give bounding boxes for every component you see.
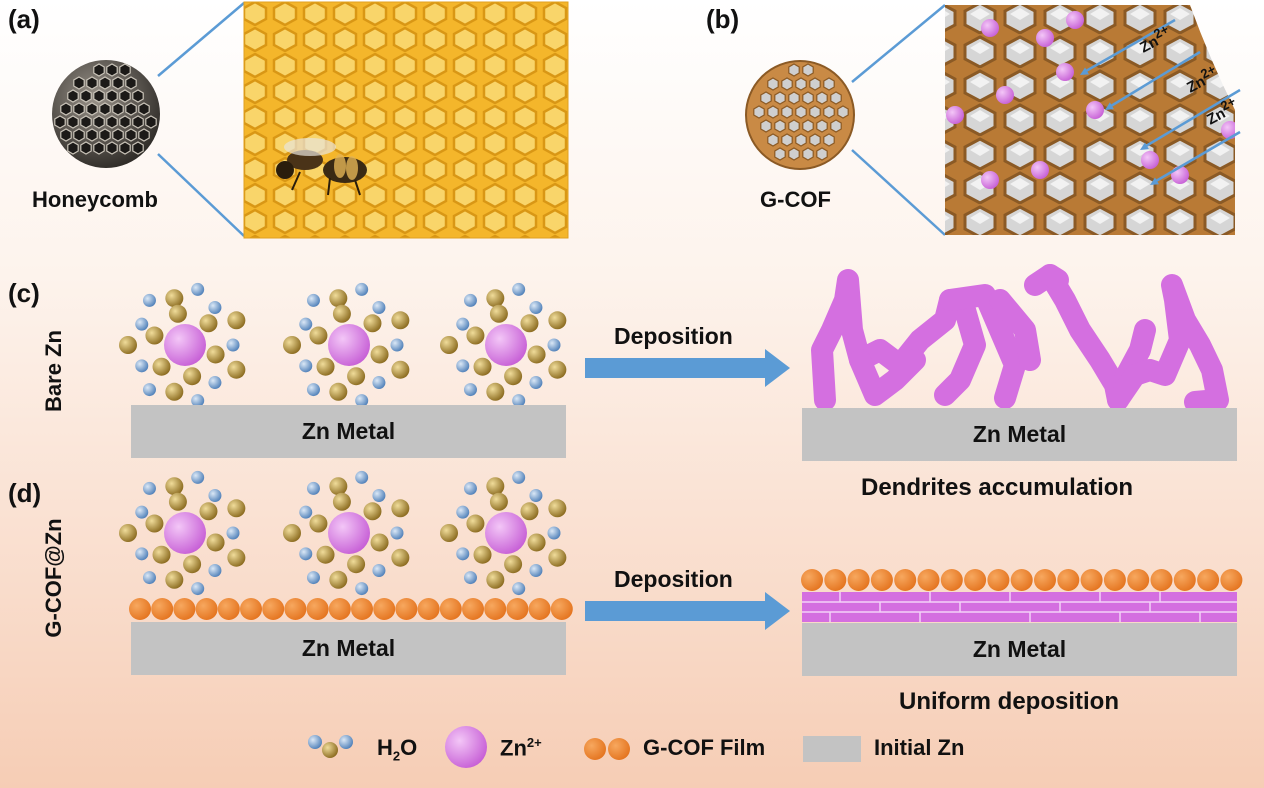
solvated-zn-clusters-c xyxy=(119,282,567,408)
uniform-zn-layers xyxy=(802,592,1237,622)
gcof-zn-side-label: G-COF@Zn xyxy=(41,518,66,638)
zn-metal-slab-c-right: Zn Metal xyxy=(802,408,1237,461)
legend-initial-zn-icon xyxy=(803,736,861,762)
panel-c-letter: (c) xyxy=(8,278,40,308)
panel-b-letter: (b) xyxy=(706,4,740,34)
zn-metal-slab-d-left: Zn Metal xyxy=(131,622,566,675)
panel-a-letter: (a) xyxy=(8,4,40,34)
zoom-line-bottom xyxy=(157,153,245,237)
solvated-zn-clusters-d xyxy=(119,470,567,596)
legend-h2o-label: H2O xyxy=(377,735,418,764)
legend-film-icon xyxy=(584,738,630,760)
honeycomb-ball-icon xyxy=(52,60,160,168)
gcof-film-right xyxy=(801,569,1243,591)
gcof-zoom-view xyxy=(945,5,1235,235)
panel-d-letter: (d) xyxy=(8,478,42,508)
zn-ion-arrows xyxy=(1080,18,1241,185)
deposition-label-d: Deposition xyxy=(614,566,733,592)
legend-zn-label: Zn2+ xyxy=(500,735,542,761)
deposition-arrow-c xyxy=(585,349,790,387)
zn-dendrites xyxy=(811,264,1229,413)
legend-h2o-icon xyxy=(308,735,353,758)
zoom-line-top xyxy=(157,2,245,77)
legend-initial-label: Initial Zn xyxy=(874,735,965,760)
deposition-label-c: Deposition xyxy=(614,323,733,349)
gcof-film-left xyxy=(129,598,573,620)
zn-metal-slab-d-right: Zn Metal xyxy=(802,623,1237,676)
honeycomb-caption: Honeycomb xyxy=(32,187,158,212)
bare-zn-side-label: Bare Zn xyxy=(41,330,66,412)
deposition-arrow-d xyxy=(585,592,790,630)
zoom-line-top-b xyxy=(851,4,946,83)
zoom-line-bottom-b xyxy=(851,149,946,236)
zn-metal-slab-c-left: Zn Metal xyxy=(131,405,566,458)
dendrites-caption: Dendrites accumulation xyxy=(861,474,1134,501)
bee-icon xyxy=(276,138,367,196)
legend-film-label: G-COF Film xyxy=(643,735,766,760)
legend-zn-ion-icon xyxy=(445,726,487,768)
honeycomb-photo xyxy=(243,1,569,239)
gcof-caption: G-COF xyxy=(760,187,831,212)
gcof-sphere-icon xyxy=(745,60,855,170)
uniform-caption: Uniform deposition xyxy=(899,688,1119,715)
